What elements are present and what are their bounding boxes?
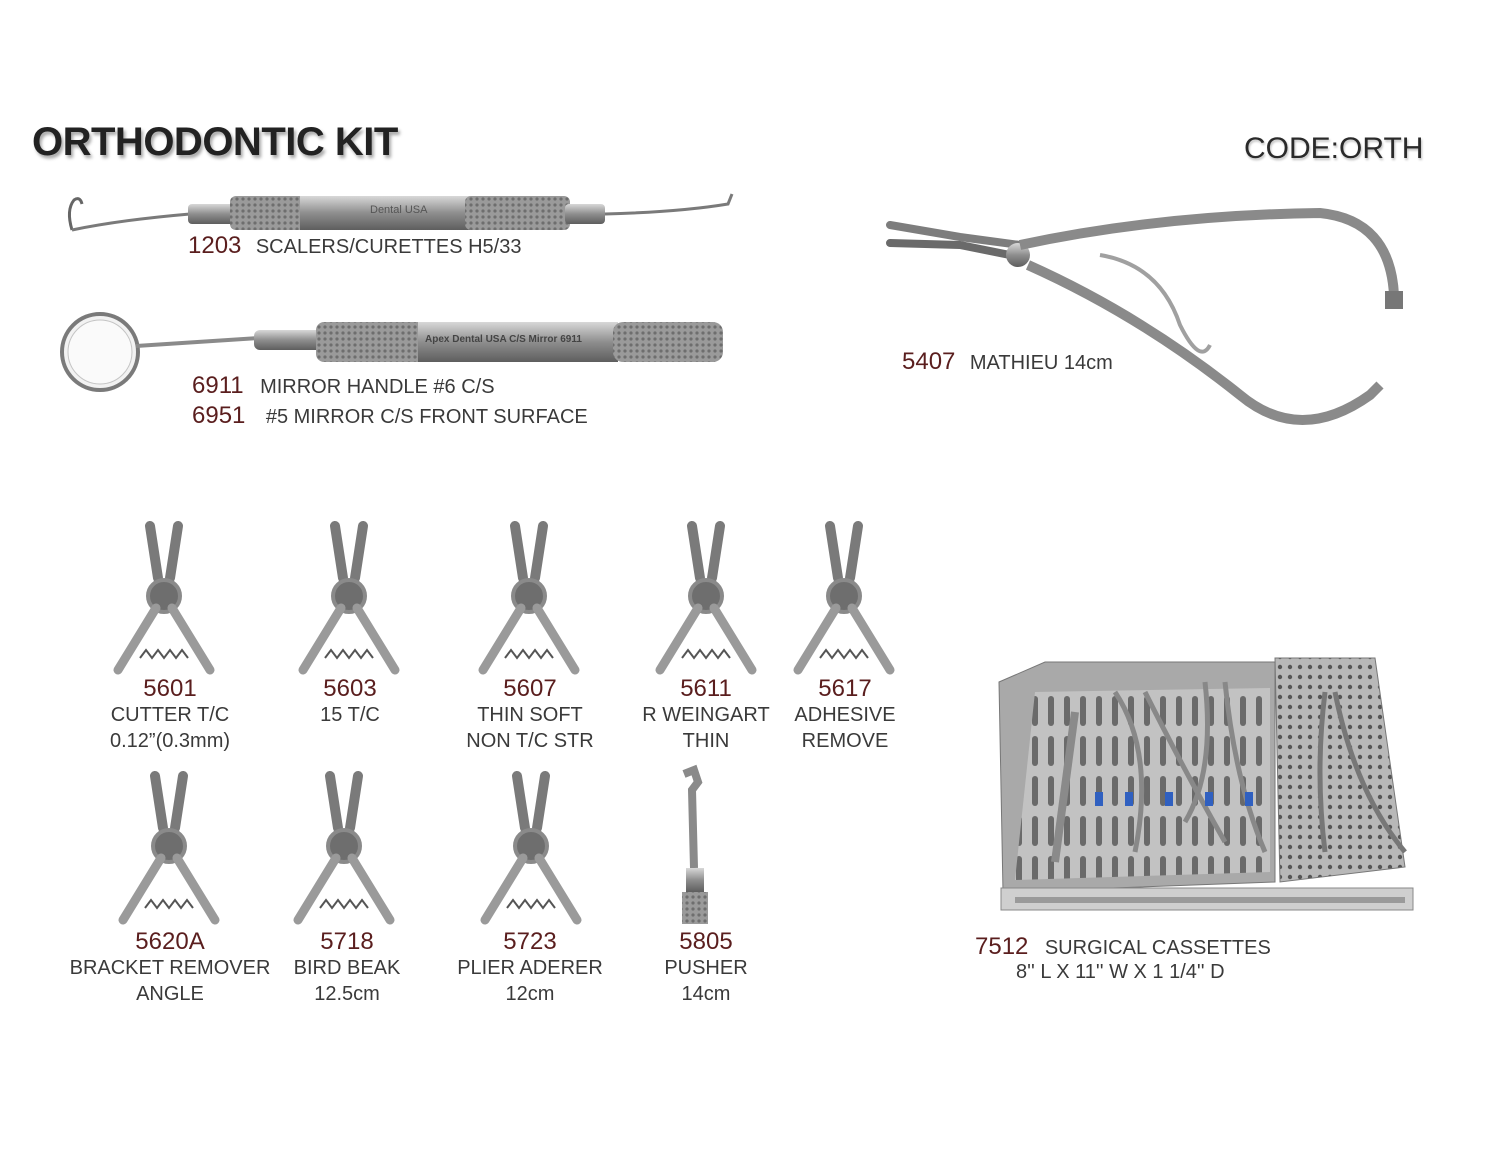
surgical-cassette-image (998, 657, 1414, 911)
item-code: 5617 (818, 675, 872, 702)
caption-5611: 5611 R WEINGART THIN (626, 676, 786, 754)
plier-5617-image (793, 521, 895, 675)
item-code: 5805 (679, 928, 733, 955)
caption-5718: 5718 BIRD BEAK 12.5cm (277, 929, 417, 1007)
plier-5611-image (655, 521, 757, 675)
plier-part (293, 853, 395, 925)
item-line2: NON T/C STR (466, 730, 594, 752)
item-7512: 7512 SURGICAL CASSETTES (975, 933, 1271, 961)
plier-part (504, 648, 554, 660)
plier-part (145, 521, 183, 583)
item-code: 1203 (188, 232, 242, 259)
plier-part (655, 603, 757, 675)
plier-part (113, 603, 215, 675)
item-line1: PLIER ADERER (457, 957, 603, 979)
plier-5718-image (293, 771, 395, 925)
item-5407: 5407 MATHIEU 14cm (902, 348, 1113, 376)
caption-5620A: 5620A BRACKET REMOVER ANGLE (60, 929, 280, 1007)
item-description: MIRROR HANDLE #6 C/S (260, 376, 495, 398)
kit-code: CODE:ORTH (1244, 132, 1424, 165)
item-code: 5407 (902, 348, 956, 375)
item-1203: 1203 SCALERS/CURETTES H5/33 (188, 232, 521, 260)
plier-part (150, 771, 188, 833)
item-line2: 14cm (681, 983, 731, 1005)
item-line1: 15 T/C (320, 704, 380, 726)
plier-part (480, 853, 582, 925)
scaler-instrument-image (67, 193, 734, 232)
item-code: 6951 (192, 402, 246, 429)
pusher-5805-image (682, 764, 708, 924)
caption-5607: 5607 THIN SOFT NON T/C STR (440, 676, 620, 754)
item-description: SCALERS/CURETTES H5/33 (255, 236, 522, 258)
scaler-engraving: Dental USA (370, 204, 428, 216)
item-line1: PUSHER (664, 957, 748, 979)
item-line1: BIRD BEAK (293, 957, 401, 979)
plier-part (825, 521, 863, 583)
item-line2: ANGLE (136, 983, 204, 1005)
item-line1: CUTTER T/C (110, 704, 230, 726)
plier-part (144, 898, 194, 910)
caption-5805: 5805 PUSHER 14cm (636, 929, 776, 1007)
item-line1: BRACKET REMOVER (69, 957, 271, 979)
item-description: #5 MIRROR C/S FRONT SURFACE (265, 406, 588, 428)
item-code: 5611 (680, 675, 732, 702)
item-code: 7512 (975, 933, 1029, 960)
plier-part (687, 521, 725, 583)
plier-part (118, 853, 220, 925)
plier-part (319, 898, 369, 910)
caption-5617: 5617 ADHESIVE REMOVE (780, 676, 910, 754)
item-code: 5718 (320, 928, 374, 955)
plier-part (330, 521, 368, 583)
caption-5723: 5723 PLIER ADERER 12cm (440, 929, 620, 1007)
item-description: SURGICAL CASSETTES (1044, 937, 1271, 959)
plier-5723-image (480, 771, 582, 925)
plier-part (324, 648, 374, 660)
item-code: 5603 (323, 675, 377, 702)
item-line2: REMOVE (801, 730, 889, 752)
item-6911: 6911 MIRROR HANDLE #6 C/S (192, 372, 495, 400)
item-line2: 12.5cm (314, 983, 380, 1005)
plier-part (681, 648, 731, 660)
item-line2: 12cm (505, 983, 555, 1005)
page-title: ORTHODONTIC KIT (32, 120, 398, 164)
plier-part (512, 771, 550, 833)
item-code: 5607 (503, 675, 557, 702)
cassette-dimensions: 8'' L X 11'' W X 1 1/4'' D (1016, 961, 1225, 983)
mirror-instrument-image (60, 312, 723, 392)
plier-part (510, 521, 548, 583)
item-6951: 6951 #5 MIRROR C/S FRONT SURFACE (192, 402, 588, 430)
item-line2: 0.12”(0.3mm) (109, 730, 231, 752)
plier-5603-image (298, 521, 400, 675)
plier-part (325, 771, 363, 833)
caption-5601: 5601 CUTTER T/C 0.12”(0.3mm) (70, 676, 270, 754)
item-code: 6911 (192, 372, 244, 399)
caption-5603: 5603 15 T/C (260, 676, 440, 728)
plier-part (506, 898, 556, 910)
plier-5607-image (478, 521, 580, 675)
item-line1: R WEINGART (642, 704, 770, 726)
mirror-engraving: Apex Dental USA C/S Mirror 6911 (425, 334, 582, 345)
item-code: 5723 (503, 928, 557, 955)
item-code: 5601 (143, 675, 197, 702)
plier-part (819, 648, 869, 660)
plier-part (478, 603, 580, 675)
plier-part (793, 603, 895, 675)
plier-5620A-image (118, 771, 220, 925)
item-line1: THIN SOFT (477, 704, 583, 726)
plier-part (139, 648, 189, 660)
item-line1: ADHESIVE (794, 704, 896, 726)
mathieu-holder-image (886, 207, 1403, 425)
item-line2: THIN (682, 730, 730, 752)
item-code: 5620A (135, 928, 205, 955)
item-description: MATHIEU 14cm (969, 352, 1113, 374)
plier-5601-image (113, 521, 215, 675)
plier-part (298, 603, 400, 675)
